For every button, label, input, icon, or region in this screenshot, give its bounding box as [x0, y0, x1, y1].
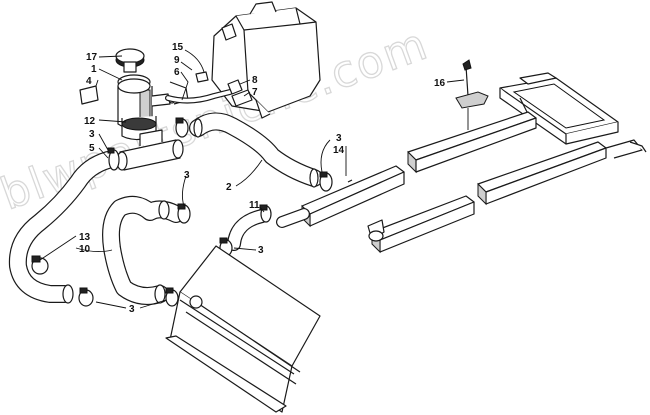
clamp-3-c: [319, 171, 333, 192]
clamp-3-b: [175, 117, 189, 138]
clamp-3-h: [78, 287, 94, 307]
callout-8: 8: [252, 75, 258, 86]
callouts: 17 1 4 15 9 6 8 7 16 12 3 5 3 14 2 3 11 …: [79, 42, 446, 315]
hose-2: [189, 112, 323, 188]
clamp-3-e: [259, 204, 272, 223]
lower-panel: [165, 245, 321, 413]
callout-7: 7: [252, 87, 258, 98]
thermostat-housing: [79, 48, 189, 141]
bracket-16: [455, 59, 489, 130]
callout-3-bottom: 3: [129, 304, 135, 315]
clamp-3-i: [165, 287, 179, 307]
hose-10: [102, 195, 185, 305]
callout-3-right: 3: [336, 133, 342, 144]
callout-5: 5: [89, 143, 95, 154]
callout-3-lower: 3: [258, 245, 264, 256]
callout-6: 6: [174, 67, 180, 78]
exchanger-duct-lower: [367, 195, 475, 254]
callout-11: 11: [249, 200, 260, 211]
t-fitting: [116, 129, 184, 171]
callout-3-left: 3: [89, 129, 95, 140]
callout-1: 1: [91, 64, 97, 75]
hose-5: [8, 151, 117, 304]
hose-11: [227, 208, 310, 251]
callout-10: 10: [79, 244, 91, 255]
callout-2: 2: [226, 182, 232, 193]
callout-9: 9: [174, 55, 180, 66]
leader-lines: [39, 49, 465, 309]
callout-14: 14: [333, 145, 345, 156]
clamp-3-a: [107, 147, 120, 171]
callout-13: 13: [79, 232, 91, 243]
callout-12: 12: [84, 116, 96, 127]
clamp-3-g: [31, 255, 49, 275]
callout-4: 4: [86, 76, 92, 87]
callout-17: 17: [86, 52, 98, 63]
clamp-3-d: [177, 203, 191, 224]
callout-16: 16: [434, 78, 446, 89]
heat-exchanger-frame: [407, 72, 647, 206]
bypass-hose: [165, 71, 253, 107]
callout-3-mid: 3: [184, 170, 190, 181]
callout-15: 15: [172, 42, 184, 53]
